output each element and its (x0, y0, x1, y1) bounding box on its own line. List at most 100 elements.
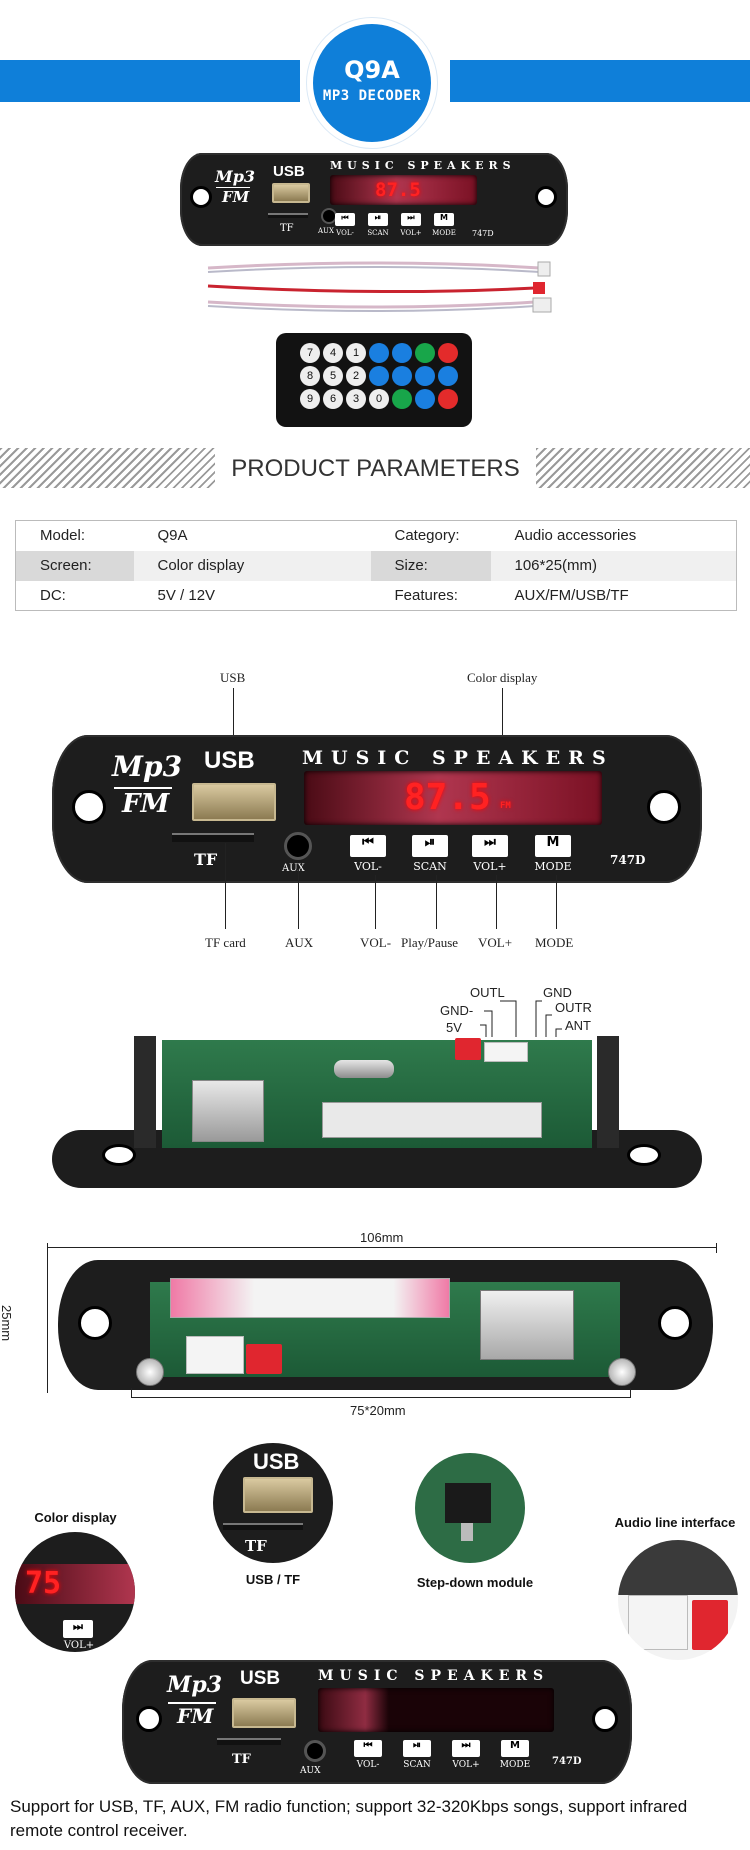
logo-fm: FM (122, 789, 170, 819)
param-value: AUX/FM/USB/TF (514, 586, 629, 604)
param-key: DC: (40, 586, 66, 604)
aux-jack (304, 1740, 326, 1762)
remote-key-power[interactable] (438, 343, 458, 363)
param-key: Screen: (15, 550, 134, 581)
remote-key-blue[interactable] (415, 389, 435, 409)
param-key: Model: (40, 527, 86, 545)
btn-mode[interactable]: M (501, 1740, 529, 1757)
feature-circle-display: 75 ⏭ VOL+ (15, 1532, 135, 1652)
callout-tf-card: TF card (205, 935, 246, 950)
remote-key[interactable]: 6 (323, 389, 343, 409)
remote-key-green[interactable] (392, 389, 412, 409)
btn-vol-up[interactable]: ⏭ (401, 213, 421, 226)
feature-circle-step-down (415, 1453, 525, 1563)
usb-label: USB (204, 747, 255, 774)
btn-mode[interactable]: M (535, 835, 571, 857)
usb-port (232, 1698, 296, 1728)
remote-key-blue[interactable] (392, 366, 412, 386)
btn-label-mode: MODE (432, 229, 456, 237)
tf-label: TF (232, 1752, 251, 1767)
ir-remote: 7 4 1 8 5 2 9 6 3 0 (276, 333, 472, 427)
zoom-vol-up-btn: ⏭ (63, 1620, 93, 1638)
remote-key-blue[interactable] (369, 366, 389, 386)
pin-outl: OUTL (470, 985, 505, 1000)
zoom-pcb (618, 1540, 738, 1595)
feature-label-step-down: Step-down module (416, 1575, 534, 1590)
btn-scan[interactable]: ⏯ (403, 1740, 431, 1757)
usb-label: USB (240, 1668, 281, 1689)
zoom-audio-connector (628, 1595, 688, 1650)
display-module-back (170, 1278, 450, 1318)
zoom-power-connector (692, 1600, 728, 1650)
remote-key[interactable]: 4 (323, 343, 343, 363)
logo-mp3: Mp3 (167, 1672, 223, 1698)
param-key: Category: (394, 527, 460, 545)
remote-key[interactable]: 1 (346, 343, 366, 363)
tf-slot (268, 213, 308, 218)
callout-mode: MODE (535, 935, 574, 950)
callout-line-play (436, 875, 437, 929)
callout-vol-down: VOL- (360, 935, 392, 950)
callout-line-tf (225, 843, 226, 929)
callout-play-pause: Play/Pause (401, 935, 459, 950)
zoom-regulator-chip (445, 1483, 491, 1523)
callout-line-vol-down (375, 875, 376, 929)
remote-key-mute[interactable] (438, 389, 458, 409)
dim-board-tick-left (131, 1388, 132, 1398)
board-angled-photo (52, 1030, 702, 1190)
lcd-value: 87.5 (404, 777, 491, 818)
mount-hole-left (72, 790, 106, 824)
mount-hole-right (647, 790, 681, 824)
remote-key[interactable]: 8 (300, 366, 320, 386)
btn-label-vol-down: VOL- (356, 1760, 380, 1770)
param-key: Features: (394, 586, 458, 604)
mount-hole-right (592, 1706, 618, 1732)
mount-hole-right (658, 1306, 692, 1340)
remote-key[interactable]: 9 (300, 389, 320, 409)
dim-width-line (47, 1247, 717, 1248)
feature-label-audio-line: Audio line interface (614, 1515, 736, 1530)
remote-key-blue[interactable] (438, 366, 458, 386)
param-value: 106*25(mm) (490, 550, 737, 581)
remote-key[interactable]: 5 (323, 366, 343, 386)
bracket-right (597, 1036, 619, 1148)
model-code: 747D (552, 1756, 582, 1767)
pin-outr: OUTR (555, 1000, 592, 1015)
lcd-display: 87.5 FM (304, 771, 602, 825)
logo-divider (168, 1702, 216, 1704)
remote-key-blue[interactable] (392, 343, 412, 363)
remote-key[interactable]: 2 (346, 366, 366, 386)
btn-vol-down[interactable]: ⏮ (354, 1740, 382, 1757)
bezel-hole-left (102, 1144, 136, 1166)
mount-hole-left (190, 186, 212, 208)
remote-key-green[interactable] (415, 343, 435, 363)
btn-mode[interactable]: M (434, 213, 454, 226)
model-name: Q9A (344, 56, 400, 84)
zoom-tf-slot (223, 1523, 303, 1530)
btn-vol-up[interactable]: ⏭ (452, 1740, 480, 1757)
audio-connector (484, 1042, 528, 1062)
aux-label: AUX (300, 1766, 321, 1776)
btn-scan[interactable]: ⏯ (412, 835, 448, 857)
remote-key-blue[interactable] (369, 343, 389, 363)
audio-connector-back (186, 1336, 244, 1374)
btn-vol-down[interactable]: ⏮ (335, 213, 355, 226)
power-connector-back (246, 1344, 282, 1374)
callout-color-display: Color display (467, 670, 538, 685)
remote-key-blue[interactable] (415, 366, 435, 386)
dim-board-line (131, 1397, 631, 1398)
btn-vol-down[interactable]: ⏮ (350, 835, 386, 857)
dim-width: 106mm (360, 1230, 404, 1245)
title-stripe-left (0, 448, 215, 488)
btn-scan[interactable]: ⏯ (368, 213, 388, 226)
zoom-regulator-tab (461, 1523, 473, 1541)
btn-vol-up[interactable]: ⏭ (472, 835, 508, 857)
zoom-tf-label: TF (245, 1537, 267, 1555)
usb-port (192, 783, 276, 821)
cable-wires (207, 261, 552, 313)
footer-description: Support for USB, TF, AUX, FM radio funct… (10, 1797, 688, 1840)
remote-key[interactable]: 7 (300, 343, 320, 363)
remote-key[interactable]: 3 (346, 389, 366, 409)
pin-gnd-top: GND (543, 985, 572, 1000)
remote-key[interactable]: 0 (369, 389, 389, 409)
